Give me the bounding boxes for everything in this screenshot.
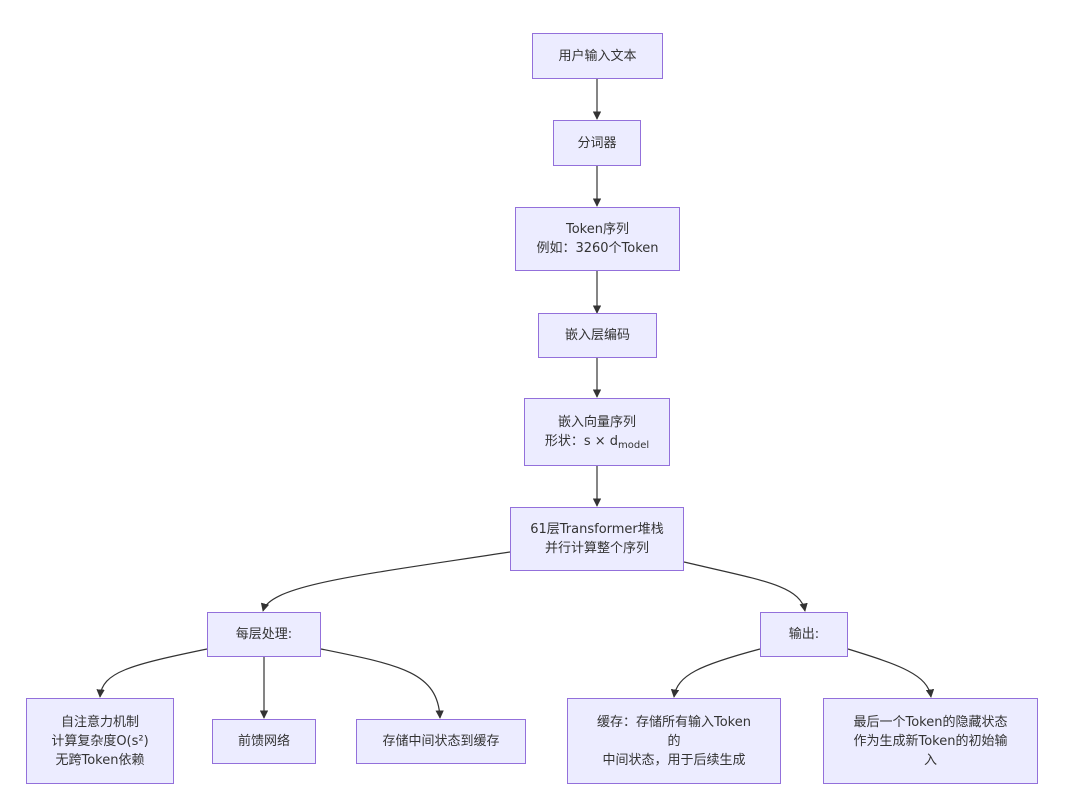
shape-prefix: 形状：s × d — [544, 434, 619, 449]
edge-per-layer-to-self-attn — [96, 648, 208, 698]
node-token-sequence: Token序列 例如：3260个Token — [515, 207, 680, 271]
node-token-sequence-line1: Token序列 — [566, 222, 629, 237]
node-embedding-vectors: 嵌入向量序列 形状：s × dmodel — [524, 398, 670, 466]
node-user-input-label: 用户输入文本 — [558, 48, 637, 64]
node-per-layer-processing: 每层处理: — [207, 612, 321, 657]
node-feed-forward: 前馈网络 — [212, 719, 316, 764]
node-self-attention: 自注意力机制 计算复杂度O(s²) 无跨Token依赖 — [26, 698, 174, 784]
node-self-attention-line2: 计算复杂度O(s²) — [51, 733, 149, 749]
node-embedding-vectors-line1: 嵌入向量序列 — [557, 415, 636, 430]
node-embedding-layer: 嵌入层编码 — [538, 313, 657, 358]
node-tokenizer-label: 分词器 — [577, 135, 617, 151]
node-self-attention-line1: 自注意力机制 — [60, 714, 139, 730]
node-token-sequence-line2: 例如：3260个Token — [536, 241, 659, 256]
node-embedding-vectors-line2: 形状：s × dmodel — [545, 432, 649, 451]
node-self-attention-line3: 无跨Token依赖 — [55, 752, 145, 768]
edge-per-layer-to-store-cache — [320, 648, 444, 719]
node-transformer-stack-line2: 并行计算整个序列 — [544, 541, 649, 556]
node-output: 输出: — [760, 612, 848, 657]
node-last-hidden-state-line2: 作为生成新Token的初始输入 — [853, 733, 1008, 768]
node-cache: 缓存：存储所有输入Token的 中间状态，用于后续生成 — [567, 698, 781, 784]
node-last-hidden-state: 最后一个Token的隐藏状态 作为生成新Token的初始输入 — [823, 698, 1038, 784]
node-tokenizer: 分词器 — [553, 120, 641, 166]
edge-transformer-to-output — [683, 561, 808, 612]
shape-subscript: model — [618, 440, 650, 451]
node-cache-line2: 中间状态，用于后续生成 — [602, 752, 746, 768]
node-feed-forward-label: 前馈网络 — [237, 734, 290, 749]
node-last-hidden-state-line1: 最后一个Token的隐藏状态 — [853, 714, 1008, 730]
node-per-layer-processing-label: 每层处理: — [235, 627, 293, 642]
edge-transformer-to-per-layer — [260, 551, 511, 612]
node-embedding-layer-label: 嵌入层编码 — [564, 328, 630, 343]
node-store-cache: 存储中间状态到缓存 — [356, 719, 526, 764]
node-store-cache-label: 存储中间状态到缓存 — [382, 734, 500, 749]
node-cache-line1: 缓存：存储所有输入Token的 — [597, 714, 751, 749]
edge-output-to-last-hidden — [847, 648, 935, 698]
node-output-label: 输出: — [788, 627, 820, 642]
node-transformer-stack-line1: 61层Transformer堆栈 — [530, 522, 664, 537]
node-user-input: 用户输入文本 — [532, 33, 663, 79]
node-transformer-stack: 61层Transformer堆栈 并行计算整个序列 — [510, 507, 684, 571]
edge-output-to-cache — [670, 648, 761, 698]
